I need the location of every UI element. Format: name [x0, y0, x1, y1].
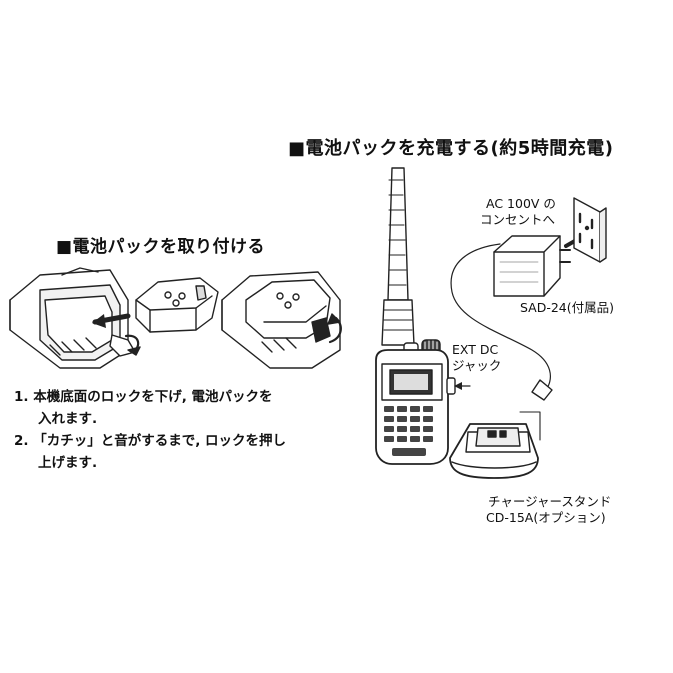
ac-outlet-label-line2: コンセントへ	[480, 212, 556, 227]
wall-outlet	[573, 197, 607, 263]
charge-section-heading: ■電池パックを充電する(約5時間充電)	[288, 138, 614, 159]
radio-transceiver	[375, 167, 456, 465]
attach-illustration-step2	[221, 271, 342, 369]
dc-plug	[531, 379, 553, 401]
step-1-line1: 1. 本機底面のロックを下げ, 電池パックを	[14, 389, 273, 405]
attach-section-heading: ■電池パックを取り付ける	[56, 237, 266, 257]
battery-pack	[135, 277, 219, 333]
charger-stand-label-line2: CD-15A(オプション)	[486, 510, 606, 525]
charger-stand	[449, 423, 539, 479]
attach-illustration-step1	[9, 267, 141, 369]
step-2-line2: 上げます.	[38, 455, 98, 471]
ext-dc-label-line2: ジャック	[452, 358, 502, 373]
insert-arrow	[92, 313, 131, 328]
ac-adapter	[493, 235, 571, 297]
step-1-line2: 入れます.	[38, 411, 98, 427]
stand-cable	[519, 411, 541, 441]
adapter-label: SAD-24(付属品)	[520, 300, 615, 315]
charger-stand-label-line1: チャージャースタンド	[488, 494, 612, 509]
ext-dc-label-line1: EXT DC	[452, 342, 499, 357]
step-2-line1: 2. 「カチッ」と音がするまで, ロックを押し	[14, 433, 287, 449]
dc-cable	[450, 243, 551, 391]
ac-outlet-label-line1: AC 100V の	[486, 196, 556, 211]
